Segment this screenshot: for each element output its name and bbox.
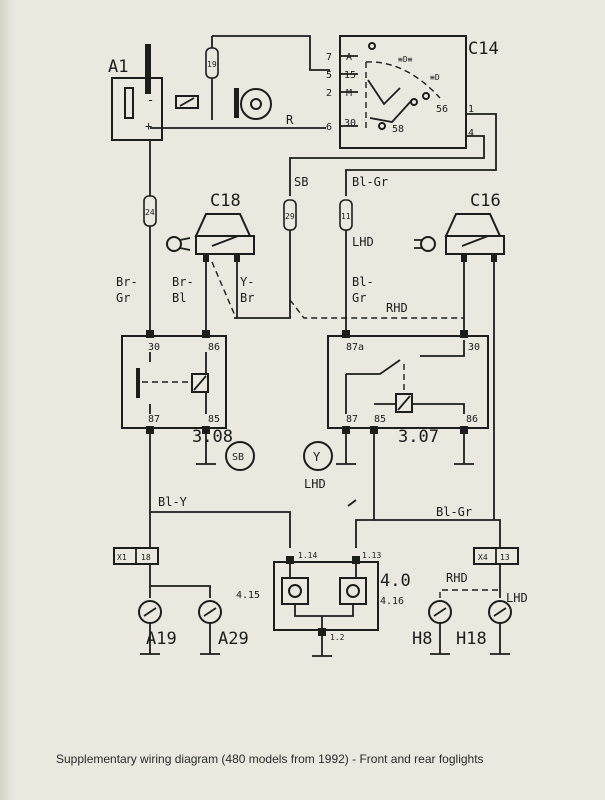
- relay307-pin-86: 86: [466, 414, 478, 425]
- ignition-lock-icon: [240, 88, 272, 120]
- fuse-19: [205, 47, 219, 79]
- label-bly: Bl-Y: [158, 495, 188, 509]
- label-fuse29: 29: [285, 212, 295, 221]
- c14-pin-6: 6: [326, 122, 332, 133]
- y-circle: [303, 441, 333, 471]
- battery-minus: -: [147, 93, 154, 107]
- wire-c16-to-x4: [493, 262, 501, 548]
- label-h8: H8: [412, 629, 432, 649]
- c14-pin-2: 2: [326, 88, 332, 99]
- c14-pin-a: A: [346, 52, 352, 63]
- label-gr: Gr: [116, 291, 130, 305]
- light-switch-c14: C14 7 5 2 6 A 15 M 30 58 56 1 4 ≡D≡ ≡D: [326, 35, 499, 149]
- label-br2: Br-: [172, 275, 194, 289]
- label-r: R: [286, 113, 294, 127]
- label-fuse11: 11: [341, 212, 351, 221]
- relay307-pin-87a: 87a: [346, 342, 364, 353]
- label-fuse24: 24: [145, 208, 155, 217]
- wire-rhd-dashed: [289, 299, 464, 319]
- relay308-pin-30: 30: [148, 342, 160, 353]
- label-relay308: 3.08: [192, 427, 233, 447]
- label-c16: C16: [470, 191, 501, 211]
- sb-circle: [225, 441, 255, 471]
- relay308-pin-86: 86: [208, 342, 220, 353]
- lamp-pin-114: 1.14: [298, 551, 317, 560]
- fog-switch-c18: C18: [166, 191, 255, 262]
- fuse-24: [143, 195, 157, 227]
- wire-blgr-bottom: [355, 434, 375, 548]
- label-40: 4.0: [380, 571, 411, 591]
- label-lhd-mid: LHD: [304, 477, 326, 491]
- wire-c14-to-fuse11: [345, 113, 497, 196]
- connector-x4-label: X4: [478, 553, 488, 562]
- relay307-pin-85: 85: [374, 414, 386, 425]
- wire-bly: [149, 434, 291, 548]
- foglight-icon: [166, 236, 182, 252]
- label-bl2: Bl-: [352, 275, 374, 289]
- c14-pin-56: 56: [436, 104, 448, 115]
- c14-pin-m: M: [346, 88, 352, 99]
- label-lhd-top: LHD: [352, 235, 374, 249]
- relay307-pin-87: 87: [346, 414, 358, 425]
- label-br: Br-: [116, 275, 138, 289]
- label-a19: A19: [146, 629, 177, 649]
- relay308-pin-85: 85: [208, 414, 220, 425]
- connector-x1-pin: 18: [141, 553, 151, 562]
- relay-308: 30 86 87 85: [121, 330, 227, 434]
- label-rhd-mid: RHD: [386, 301, 408, 315]
- battery-a1: A1 - +: [108, 44, 163, 141]
- fog-switch-c16: C16: [414, 191, 505, 262]
- label-blgr-top: Bl-Gr: [352, 175, 388, 189]
- label-gr2: Gr: [352, 291, 366, 305]
- page-edge-shadow: [0, 0, 14, 800]
- headlamp-unit-40: 1.14 1.13 4.0 4.15 4.16 1.2: [236, 551, 411, 642]
- rear-foglight-icon: [420, 236, 436, 252]
- label-sb-top: SB: [294, 175, 308, 189]
- c14-pin-15: 15: [344, 70, 356, 81]
- battery-plus: +: [145, 119, 152, 133]
- label-blgr-bottom: Bl-Gr: [436, 505, 472, 519]
- wire-sb-to-c18: [234, 230, 291, 319]
- c14-pin-30: 30: [344, 118, 356, 129]
- svg-text:≡D: ≡D: [430, 73, 440, 82]
- label-c18: C18: [210, 191, 241, 211]
- relay-307: 87a 30 87 85 86: [327, 330, 489, 434]
- connector-x1-label: X1: [117, 553, 127, 562]
- y-circle-label: Y: [313, 450, 321, 464]
- c14-pin-7: 7: [326, 52, 332, 63]
- label-lhd-bot: LHD: [506, 591, 528, 605]
- label-y: Y-: [240, 275, 254, 289]
- diagram-caption: Supplementary wiring diagram (480 models…: [56, 752, 484, 766]
- fog-lamp-icon-2: [346, 584, 360, 598]
- c14-pin-1: 1: [468, 104, 474, 115]
- wire-c14-to-fuse29: [289, 135, 485, 196]
- connector-x4-pin: 13: [500, 553, 510, 562]
- lamp-pin-113: 1.13: [362, 551, 381, 560]
- relay307-pin-30: 30: [468, 342, 480, 353]
- label-a1: A1: [108, 57, 128, 77]
- fog-lamp-icon: [288, 584, 302, 598]
- c14-pin-5: 5: [326, 70, 332, 81]
- label-416: 4.16: [380, 596, 404, 607]
- lamp-pin-12: 1.2: [330, 633, 345, 642]
- relay308-pin-87: 87: [148, 414, 160, 425]
- label-a29: A29: [218, 629, 249, 649]
- label-br3: Br: [240, 291, 254, 305]
- label-h18: H18: [456, 629, 487, 649]
- label-rhd-bot: RHD: [446, 571, 468, 585]
- label-bl: Bl: [172, 291, 186, 305]
- label-relay307: 3.07: [398, 427, 439, 447]
- label-c14: C14: [468, 39, 499, 59]
- label-415: 4.15: [236, 590, 260, 601]
- sb-circle-label: SB: [232, 452, 244, 463]
- ignition-coil: [175, 95, 199, 109]
- label-fuse19: 19: [207, 60, 217, 69]
- wiring-diagram: A1 - + R 24 19 C14 7 5 2 6 A 15 M: [108, 35, 528, 657]
- c14-pin-58: 58: [392, 124, 404, 135]
- svg-text:≡D≡: ≡D≡: [398, 55, 413, 64]
- c14-pin-4: 4: [468, 128, 474, 139]
